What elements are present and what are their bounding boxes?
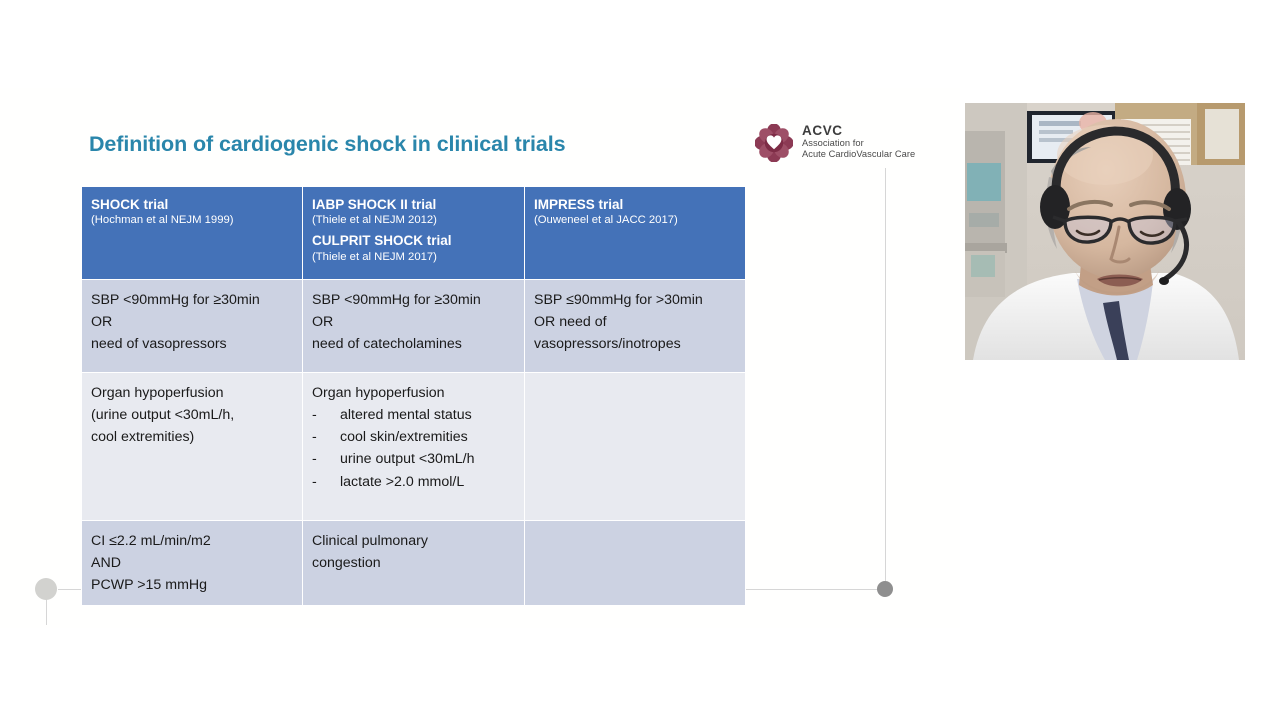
table-header-cell-shock: SHOCK trial (Hochman et al NEJM 1999) xyxy=(81,186,303,280)
table-header-row: SHOCK trial (Hochman et al NEJM 1999) IA… xyxy=(81,186,746,280)
cell-line: cool extremities) xyxy=(91,429,195,446)
cell-line: OR need of xyxy=(534,314,607,331)
table-cell xyxy=(524,372,746,521)
cell-line: OR xyxy=(312,314,334,331)
cell-line: (urine output <30mL/h, xyxy=(91,407,235,424)
trial-reference: (Hochman et al NEJM 1999) xyxy=(91,214,234,227)
cell-line: Organ hypoperfusion xyxy=(312,385,445,401)
table-cell: Clinical pulmonary congestion xyxy=(302,519,525,607)
cell-text-block: Organ hypoperfusion (urine output <30mL/h… xyxy=(91,382,293,448)
list-item-label: lactate >2.0 mmol/L xyxy=(340,473,465,490)
cell-bullet-list: - altered mental status - cool skin/extremi… xyxy=(312,404,515,493)
cardiogenic-shock-definition-table: SHOCK trial (Hochman et al NEJM 1999) IA… xyxy=(81,186,746,607)
dash-marker: - xyxy=(312,407,317,424)
list-item: - urine output <30mL/h xyxy=(312,448,515,470)
acvc-subtitle-line1: Association for xyxy=(802,138,864,149)
table-row: Organ hypoperfusion (urine output <30mL/h… xyxy=(81,372,746,521)
acvc-subtitle-line2: Acute CardioVascular Care xyxy=(802,148,916,159)
acvc-flower-heart-icon xyxy=(754,123,794,167)
decorative-dot-left xyxy=(35,578,57,600)
table-cell xyxy=(524,519,746,607)
trial-name: IMPRESS trial xyxy=(534,197,624,212)
list-item-label: cool skin/extremities xyxy=(340,429,468,446)
table-cell: SBP ≤90mmHg for >30min OR need of vasopres… xyxy=(524,279,746,373)
cell-line: SBP <90mmHg for ≥30min xyxy=(91,292,260,308)
cell-text-block: Clinical pulmonary congestion xyxy=(312,530,515,574)
presenter-video-feed[interactable] xyxy=(965,103,1245,360)
table-header-cell-iabp: IABP SHOCK II trial (Thiele et al NEJM 2… xyxy=(302,186,525,280)
list-item-label: urine output <30mL/h xyxy=(340,451,475,468)
cell-line: SBP <90mmHg for ≥30min xyxy=(312,292,481,308)
list-item: - altered mental status xyxy=(312,404,515,426)
decorative-horizontal-line-left xyxy=(58,589,90,590)
list-item-label: altered mental status xyxy=(340,407,472,424)
table-header-cell-impress: IMPRESS trial (Ouweneel et al JACC 2017) xyxy=(524,186,746,280)
trial-name-secondary: CULPRIT SHOCK trial xyxy=(312,233,452,249)
acvc-logo: ACVC Association for Acute CardioVascula… xyxy=(754,122,935,170)
cell-line: Clinical pulmonary xyxy=(312,533,428,549)
trial-name: IABP SHOCK II trial xyxy=(312,197,437,212)
table-cell: Organ hypoperfusion - altered mental statu… xyxy=(302,372,525,521)
decorative-vertical-line xyxy=(885,168,886,590)
list-item: - cool skin/extremities xyxy=(312,426,515,448)
dash-marker: - xyxy=(312,429,317,446)
page-title: Definition of cardiogenic shock in clini… xyxy=(89,132,566,156)
cell-line: PCWP >15 mmHg xyxy=(91,577,208,594)
cell-text-block: Organ hypoperfusion xyxy=(312,382,515,404)
cell-line: AND xyxy=(91,555,121,572)
trial-name: SHOCK trial xyxy=(91,197,169,212)
trial-reference: (Thiele et al NEJM 2012) xyxy=(312,214,437,227)
table-cell: Organ hypoperfusion (urine output <30mL/h… xyxy=(81,372,303,521)
cell-line: need of vasopressors xyxy=(91,336,227,353)
trial-reference-secondary: (Thiele et al NEJM 2017) xyxy=(312,250,437,263)
cell-line: SBP ≤90mmHg for >30min xyxy=(534,292,703,308)
cell-line: OR xyxy=(91,314,113,331)
acvc-acronym: ACVC xyxy=(802,123,843,138)
cell-line: vasopressors/inotropes xyxy=(534,336,681,353)
acvc-logo-text: ACVC Association for Acute CardioVascula… xyxy=(802,122,915,160)
decorative-vertical-line-left xyxy=(46,597,47,625)
cell-line: need of catecholamines xyxy=(312,336,462,353)
list-item: - lactate >2.0 mmol/L xyxy=(312,471,515,493)
cell-text-block: SBP ≤90mmHg for >30min OR need of vasopres… xyxy=(534,289,736,355)
trial-reference: (Ouweneel et al JACC 2017) xyxy=(534,214,678,227)
decorative-horizontal-line-right xyxy=(745,589,885,590)
dash-marker: - xyxy=(312,451,317,468)
cell-line: congestion xyxy=(312,555,381,572)
dash-marker: - xyxy=(312,473,317,490)
decorative-dot-right xyxy=(877,581,893,597)
cell-line: CI ≤2.2 mL/min/m2 xyxy=(91,533,211,549)
cell-line: Organ hypoperfusion xyxy=(91,385,224,401)
